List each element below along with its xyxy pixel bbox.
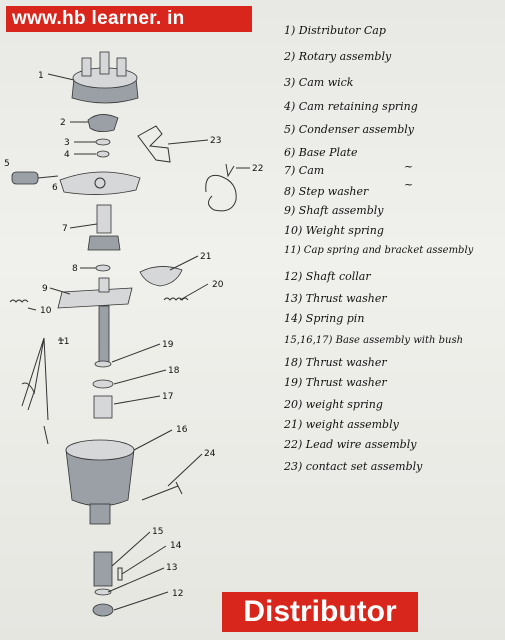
callout-4: 4 xyxy=(64,150,70,160)
legend-item: 21) weight assembly xyxy=(284,418,399,431)
ditto-mark: ~ xyxy=(404,178,414,191)
callout-8: 8 xyxy=(72,264,78,274)
callout-19: 19 xyxy=(162,340,174,350)
legend-item: 19) Thrust washer xyxy=(284,376,387,389)
part-weight-spring xyxy=(163,297,189,301)
part-lead-wire-assembly xyxy=(205,163,237,212)
legend-item: 2) Rotary assembly xyxy=(284,50,392,63)
callout-18: 18 xyxy=(168,366,180,376)
callout-7: 7 xyxy=(62,224,68,234)
ditto-mark: ~ xyxy=(404,160,414,173)
callout-15: 15 xyxy=(152,527,163,537)
callout-10: 10 xyxy=(40,306,52,316)
legend-item: 6) Base Plate xyxy=(284,146,358,159)
part-condenser-assembly xyxy=(11,171,59,185)
callout-11: 11 xyxy=(58,337,69,347)
part-thrust-washer-19 xyxy=(94,360,112,368)
legend-item: 4) Cam retaining spring xyxy=(284,100,418,113)
legend-item: 15,16,17) Base assembly with bush xyxy=(284,335,464,346)
legend-item: 22) Lead wire assembly xyxy=(284,438,417,451)
legend-item: 8) Step washer xyxy=(284,185,369,198)
part-contact-set-assembly xyxy=(137,125,171,163)
part-bush xyxy=(93,395,113,419)
callout-21: 21 xyxy=(200,252,211,262)
legend-item: 13) Thrust washer xyxy=(284,292,387,305)
part-shaft-assembly xyxy=(57,277,133,363)
part-thrust-washer-18 xyxy=(92,379,114,389)
legend-item: 10) Weight spring xyxy=(284,224,384,237)
part-thrust-washer-13 xyxy=(94,588,112,596)
part-cam-retaining-spring xyxy=(96,150,110,158)
leader-lines xyxy=(27,73,250,611)
part-weight-spring-10 xyxy=(9,299,29,303)
callout-12: 12 xyxy=(172,589,183,599)
part-pin-24 xyxy=(141,481,183,501)
part-step-washer xyxy=(95,264,111,272)
part-base-plate xyxy=(59,171,141,195)
callout-22: 22 xyxy=(252,164,263,174)
legend-item: 7) Cam xyxy=(284,164,325,177)
title-banner: Distributor xyxy=(222,592,418,632)
watermark-banner: www.hb learner. in xyxy=(6,6,252,32)
callout-24: 24 xyxy=(204,449,216,459)
callout-1: 1 xyxy=(38,71,44,81)
legend-item: 18) Thrust washer xyxy=(284,356,387,369)
part-cam-wick xyxy=(95,138,111,146)
part-spring-pin xyxy=(117,567,123,581)
callout-numbers: 1 2 3 4 5 6 7 8 9 10 11 12 13 14 15 16 1… xyxy=(4,71,263,599)
callout-2: 2 xyxy=(60,118,66,128)
part-cap-spring-bracket xyxy=(21,337,49,445)
part-bush-15 xyxy=(93,551,113,587)
legend-item: 14) Spring pin xyxy=(284,312,365,325)
part-weight-assembly xyxy=(139,266,183,287)
callout-20: 20 xyxy=(212,280,224,290)
callout-16: 16 xyxy=(176,425,188,435)
callout-5: 5 xyxy=(4,159,10,169)
legend-item: 20) weight spring xyxy=(284,398,383,411)
callout-6: 6 xyxy=(52,183,58,193)
callout-3: 3 xyxy=(64,138,70,148)
legend-item: 5) Condenser assembly xyxy=(284,123,415,136)
part-cam xyxy=(87,204,121,251)
legend-item: 9) Shaft assembly xyxy=(284,204,384,217)
legend-item: 1) Distributor Cap xyxy=(284,24,386,37)
legend-item: 12) Shaft collar xyxy=(284,270,371,283)
callout-17: 17 xyxy=(162,392,173,402)
callout-9: 9 xyxy=(42,284,48,294)
part-rotary-assembly xyxy=(87,114,119,132)
callout-14: 14 xyxy=(170,541,182,551)
legend-item: 3) Cam wick xyxy=(284,76,354,89)
legend-item: 23) contact set assembly xyxy=(284,460,423,473)
legend-item: 11) Cap spring and bracket assembly xyxy=(284,245,474,256)
callout-13: 13 xyxy=(166,563,177,573)
part-shaft-collar xyxy=(92,603,114,617)
callout-23: 23 xyxy=(210,136,221,146)
part-distributor-cap xyxy=(71,51,139,104)
part-base-housing xyxy=(65,439,135,525)
